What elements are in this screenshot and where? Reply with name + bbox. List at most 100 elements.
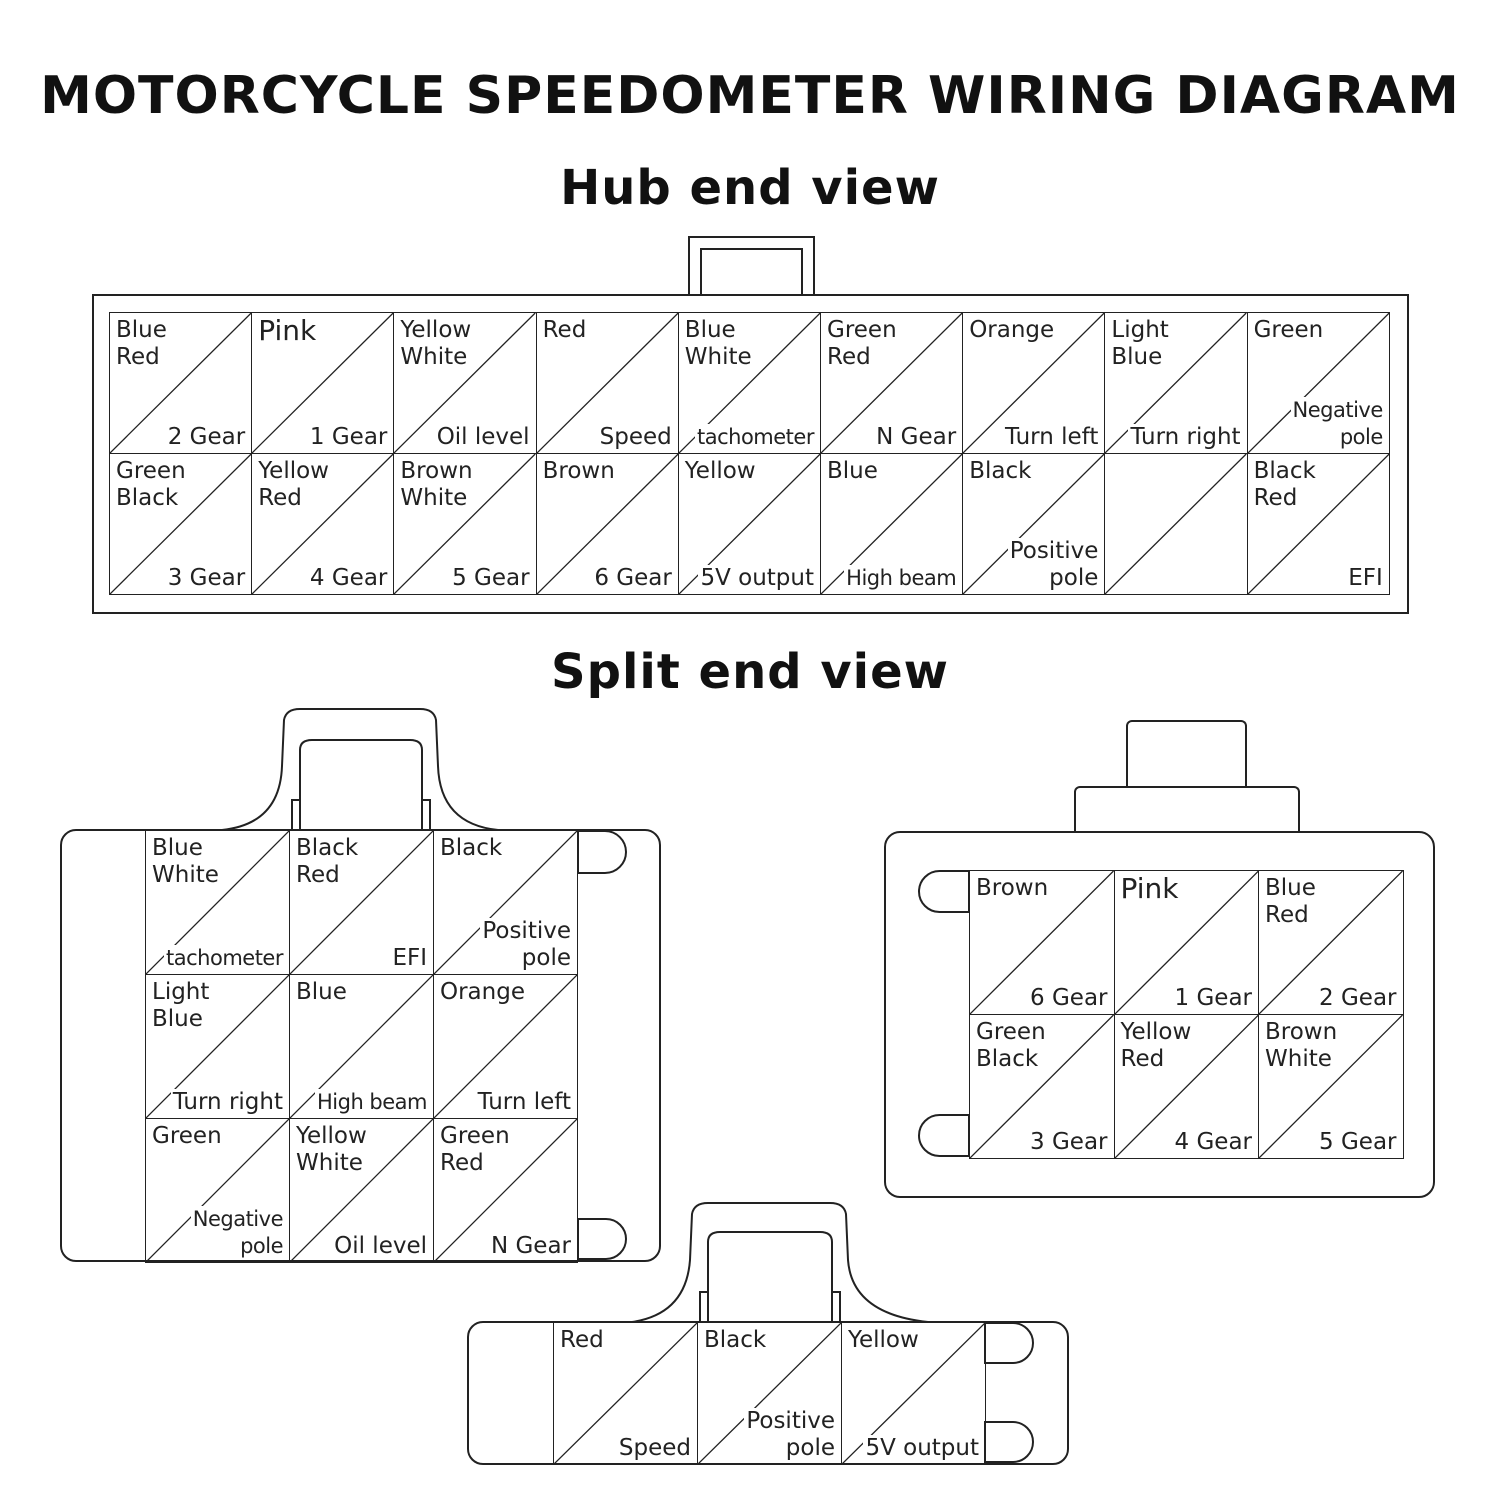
wire-color-label: Yellow White: [400, 317, 472, 370]
wire-color-label: Yellow: [848, 1327, 919, 1353]
split-left-notch-top: [577, 830, 627, 874]
wire-color-label: Light Blue: [152, 979, 210, 1032]
wire-color-label: Pink: [258, 314, 317, 347]
pin-function-label: Negative pole: [1290, 397, 1383, 451]
pin-function-label: Turn left: [1003, 424, 1099, 451]
split-right-notch-bottom: [918, 1114, 970, 1157]
split-right-latch-base: [1074, 786, 1300, 834]
pin-function-label: Positive pole: [744, 1408, 835, 1462]
pin-function-label: Positive pole: [480, 918, 571, 972]
wire-color-label: Blue: [296, 979, 347, 1005]
split-left-latch: [221, 708, 499, 831]
pin-function-label: 6 Gear: [592, 565, 672, 592]
split-bottom-notch-top: [984, 1322, 1034, 1364]
pin-cell: Green Black 3 Gear: [969, 1014, 1115, 1159]
pin-function-label: 4 Gear: [1172, 1129, 1252, 1156]
pin-function-label: EFI: [1346, 565, 1383, 592]
pin-divider-line: [434, 975, 577, 1118]
split-right-latch-top: [1126, 720, 1247, 790]
pin-divider-line: [1259, 1015, 1403, 1158]
pin-function-label: 2 Gear: [165, 424, 246, 451]
wire-color-label: Red: [542, 317, 587, 343]
pin-function-label: Speed: [616, 1435, 691, 1462]
pin-function-label: Negative pole: [190, 1206, 284, 1260]
pin-function-label: 3 Gear: [165, 565, 246, 592]
wire-color-label: Light Blue: [1111, 317, 1169, 370]
pin-divider-line: [963, 313, 1104, 453]
pin-divider-line: [290, 1119, 433, 1262]
pin-divider-line: [394, 454, 535, 594]
pin-divider-line: [1105, 454, 1246, 594]
wire-color-label: Blue Red: [1265, 875, 1316, 928]
wire-color-label: Green Black: [976, 1019, 1046, 1072]
pin-function-label: 5V output: [863, 1435, 979, 1462]
pin-function-label: Positive pole: [1007, 538, 1099, 592]
pin-divider-line: [1115, 1015, 1259, 1158]
pin-divider-line: [537, 454, 678, 594]
pin-divider-line: [146, 975, 289, 1118]
pin-divider-line: [290, 831, 433, 974]
pin-divider-line: [1248, 313, 1389, 453]
hub-connector-housing: [92, 294, 1409, 614]
pin-divider-line: [394, 313, 535, 453]
wire-color-label: Blue Red: [116, 317, 167, 370]
wire-color-label: Brown: [976, 875, 1049, 901]
wire-color-label: Black: [704, 1327, 767, 1353]
wire-color-label: Black Red: [1253, 458, 1316, 511]
pin-divider-line: [252, 454, 393, 594]
pin-divider-line: [537, 313, 678, 453]
wire-color-label: Blue White: [152, 835, 219, 888]
hub-end-view-heading: Hub end view: [560, 160, 940, 216]
pin-divider-line: [110, 313, 251, 453]
split-right-notch-top: [918, 870, 970, 913]
hub-connector-latch: [688, 236, 815, 296]
pin-function-label: Turn right: [1128, 424, 1241, 451]
pin-function-label: 6 Gear: [1028, 985, 1108, 1012]
pin-function-label: 2 Gear: [1317, 985, 1397, 1012]
pin-cell: [1104, 453, 1248, 595]
pin-function-label: Oil level: [332, 1233, 427, 1260]
pin-cell: Brown 6 Gear: [535, 453, 679, 595]
wire-color-label: Green Black: [116, 458, 186, 511]
pin-function-label: N Gear: [874, 424, 957, 451]
wire-color-label: Orange: [969, 317, 1055, 343]
wire-color-label: Yellow Red: [1120, 1019, 1192, 1072]
pin-cell: Blue Red 2 Gear: [109, 312, 253, 454]
pin-function-label: Turn left: [475, 1089, 571, 1116]
pin-divider-line: [554, 1323, 697, 1464]
pin-function-label: EFI: [390, 945, 427, 972]
pin-cell: Brown 6 Gear: [969, 870, 1115, 1015]
pin-divider-line: [1115, 871, 1259, 1014]
pin-function-label: 3 Gear: [1028, 1129, 1108, 1156]
pin-divider-line: [1248, 454, 1389, 594]
pin-cell: Blue Red 2 Gear: [1258, 870, 1404, 1015]
pin-divider-line: [110, 454, 251, 594]
pin-cell: Yellow 5V output: [841, 1322, 986, 1465]
wire-color-label: Brown: [542, 458, 615, 484]
pin-cell: Blue White tachometer: [145, 830, 290, 975]
wire-color-label: Green Red: [827, 317, 897, 370]
pin-function-label: tachometer: [164, 945, 283, 972]
pin-divider-line: [434, 831, 577, 974]
pin-function-label: 1 Gear: [1172, 985, 1252, 1012]
pin-cell: Yellow Red 4 Gear: [1113, 1014, 1259, 1159]
diagram-title: MOTORCYCLE SPEEDOMETER WIRING DIAGRAM: [40, 66, 1460, 126]
